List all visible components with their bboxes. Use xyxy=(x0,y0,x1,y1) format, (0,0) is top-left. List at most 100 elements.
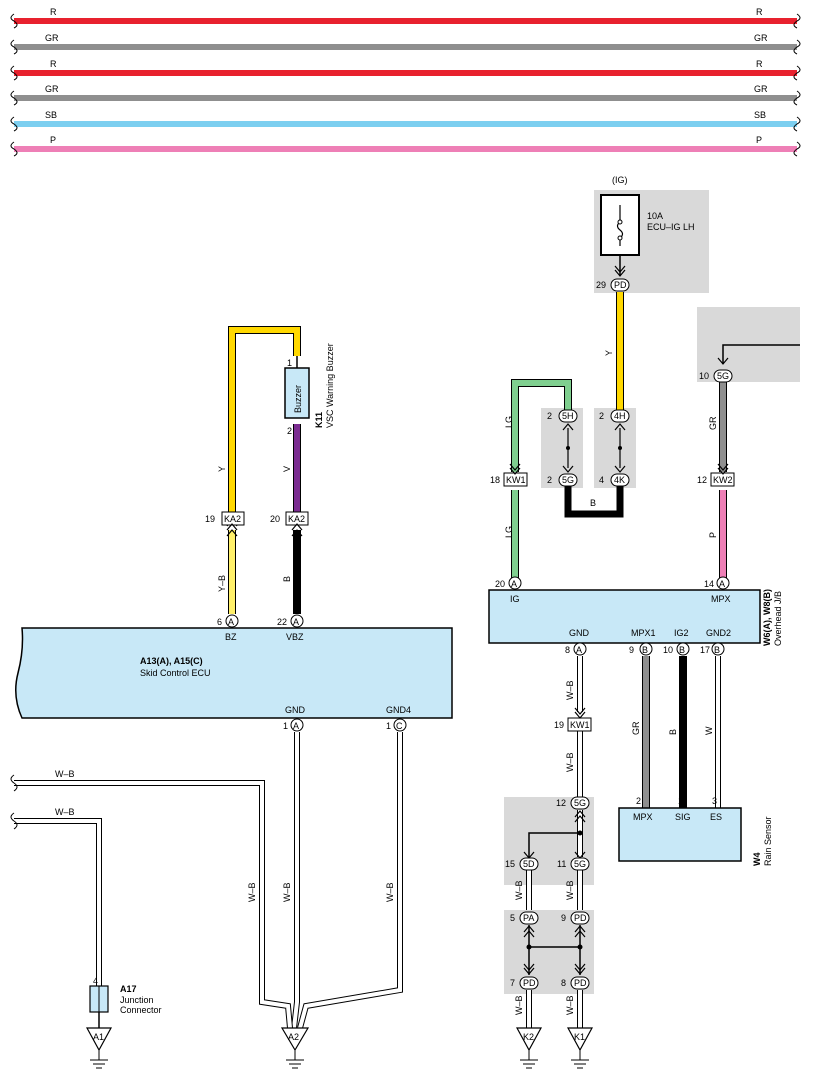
connector-ka2-right: KA2 20 xyxy=(270,511,309,526)
buzzer-pin-bottom: 2 xyxy=(287,426,292,436)
svg-text:20: 20 xyxy=(270,514,280,524)
conn-5g-12: 5G 12 xyxy=(556,796,590,810)
svg-text:W–B: W–B xyxy=(514,995,524,1015)
conn-pd-7: PD 7 xyxy=(510,976,539,990)
svg-text:ES: ES xyxy=(710,812,722,822)
svg-text:MPX: MPX xyxy=(711,594,731,604)
conn-5g-gr: 5G 10 xyxy=(699,357,733,383)
svg-text:2: 2 xyxy=(547,475,552,485)
vsc-warning-buzzer: Buzzer 1 2 K11 VSC Warning Buzzer xyxy=(284,343,335,436)
svg-text:A17: A17 xyxy=(120,984,137,994)
svg-text:B: B xyxy=(590,498,596,508)
connector-kw2: KW2 12 xyxy=(697,472,735,487)
svg-text:PD: PD xyxy=(523,978,536,988)
svg-text:B: B xyxy=(282,576,292,582)
svg-text:W–B: W–B xyxy=(282,882,292,902)
svg-text:V: V xyxy=(282,466,292,472)
svg-text:B: B xyxy=(642,645,648,655)
bus-wire-label-left: P xyxy=(50,135,56,145)
svg-text:GND4: GND4 xyxy=(386,705,411,715)
svg-text:C: C xyxy=(396,721,403,731)
bus-wire-label-left: GR xyxy=(45,84,59,94)
svg-text:5G: 5G xyxy=(717,371,729,381)
ground-k1: K1 xyxy=(566,1027,594,1069)
svg-text:11: 11 xyxy=(557,859,566,869)
svg-text:4: 4 xyxy=(93,976,98,986)
svg-text:Y: Y xyxy=(604,350,614,356)
bus-wire: R R xyxy=(14,59,797,76)
ground-a2: A2 xyxy=(280,1027,310,1069)
svg-text:GR: GR xyxy=(631,721,641,735)
bus-wires: R R GR GR R R GR GR SB SB P P xyxy=(10,7,801,157)
svg-text:LG: LG xyxy=(504,416,514,428)
conn-4k: 4K 4 xyxy=(599,473,630,487)
bus-wire-label-right: R xyxy=(756,7,763,17)
conn-pd-9: PD 9 xyxy=(561,911,590,925)
fuse-connector-code: PD xyxy=(614,280,627,290)
svg-text:B: B xyxy=(679,645,685,655)
svg-text:MPX: MPX xyxy=(633,812,653,822)
ecu-id: A13(A), A15(C) xyxy=(140,656,203,666)
ecu-name: Skid Control ECU xyxy=(140,668,211,678)
rain-sensor-name: Rain Sensor xyxy=(763,816,773,866)
svg-text:1: 1 xyxy=(386,721,391,731)
bus-wire: R R xyxy=(14,7,797,24)
svg-text:8: 8 xyxy=(561,978,566,988)
svg-text:GND: GND xyxy=(285,705,306,715)
conn-pa: PA 5 xyxy=(510,911,539,925)
svg-text:BZ: BZ xyxy=(225,632,237,642)
svg-text:A2: A2 xyxy=(288,1032,299,1042)
fuse: (IG) 10A ECU–IG LH PD 29 xyxy=(596,175,695,292)
svg-text:5G: 5G xyxy=(562,475,574,485)
svg-text:K1: K1 xyxy=(574,1032,585,1042)
svg-text:17: 17 xyxy=(700,645,710,655)
conn-pd-8: PD 8 xyxy=(561,976,590,990)
svg-text:K2: K2 xyxy=(523,1032,534,1042)
svg-text:5G: 5G xyxy=(574,859,586,869)
svg-text:4H: 4H xyxy=(614,411,626,421)
fuse-rating: 10A xyxy=(647,211,663,221)
svg-text:W–B: W–B xyxy=(565,995,575,1015)
svg-text:19: 19 xyxy=(554,720,564,730)
in-line-connectors: KA2 19 KA2 20 KW1 18 KW2 12 KW1 19 xyxy=(205,463,735,732)
svg-text:SIG: SIG xyxy=(675,812,691,822)
rain-sensor-id: W4 xyxy=(752,853,762,867)
svg-text:A: A xyxy=(576,645,582,655)
svg-text:KA2: KA2 xyxy=(288,514,305,524)
svg-text:W–B: W–B xyxy=(247,882,257,902)
jb-id: W6(A), W8(B) xyxy=(762,589,772,646)
svg-text:15: 15 xyxy=(505,859,515,869)
connector-kw1-bottom: KW1 19 xyxy=(554,717,592,732)
svg-text:5H: 5H xyxy=(562,411,574,421)
svg-text:3: 3 xyxy=(712,796,717,806)
bus-wire: GR GR xyxy=(14,33,797,50)
bus-wire-label-left: R xyxy=(50,59,57,69)
svg-text:9: 9 xyxy=(561,913,566,923)
buzzer-pin-top: 1 xyxy=(287,358,292,368)
svg-text:GR: GR xyxy=(708,416,718,430)
bus-wire-label-left: GR xyxy=(45,33,59,43)
svg-text:4: 4 xyxy=(599,475,604,485)
svg-text:IG2: IG2 xyxy=(674,628,689,638)
svg-text:5: 5 xyxy=(510,913,515,923)
svg-text:A: A xyxy=(228,617,234,627)
buzzer-name: VSC Warning Buzzer xyxy=(325,343,335,428)
svg-text:KW2: KW2 xyxy=(713,475,733,485)
bus-wire-label-left: R xyxy=(50,7,57,17)
svg-text:6: 6 xyxy=(217,617,222,627)
svg-text:20: 20 xyxy=(495,579,505,589)
svg-text:12: 12 xyxy=(556,798,566,808)
svg-text:19: 19 xyxy=(205,514,215,524)
fuse-pin: 29 xyxy=(596,280,606,290)
svg-text:PA: PA xyxy=(523,913,534,923)
svg-text:W–B: W–B xyxy=(385,882,395,902)
svg-text:W–B: W–B xyxy=(565,880,575,900)
svg-text:PD: PD xyxy=(574,913,587,923)
conn-5g-a: 5G 2 xyxy=(547,473,578,487)
svg-text:W: W xyxy=(704,726,714,735)
bus-wire-label-right: SB xyxy=(754,110,766,120)
svg-text:2: 2 xyxy=(599,411,604,421)
svg-text:10: 10 xyxy=(699,371,709,381)
svg-text:Junction: Junction xyxy=(120,995,154,1005)
svg-text:P: P xyxy=(708,532,718,538)
